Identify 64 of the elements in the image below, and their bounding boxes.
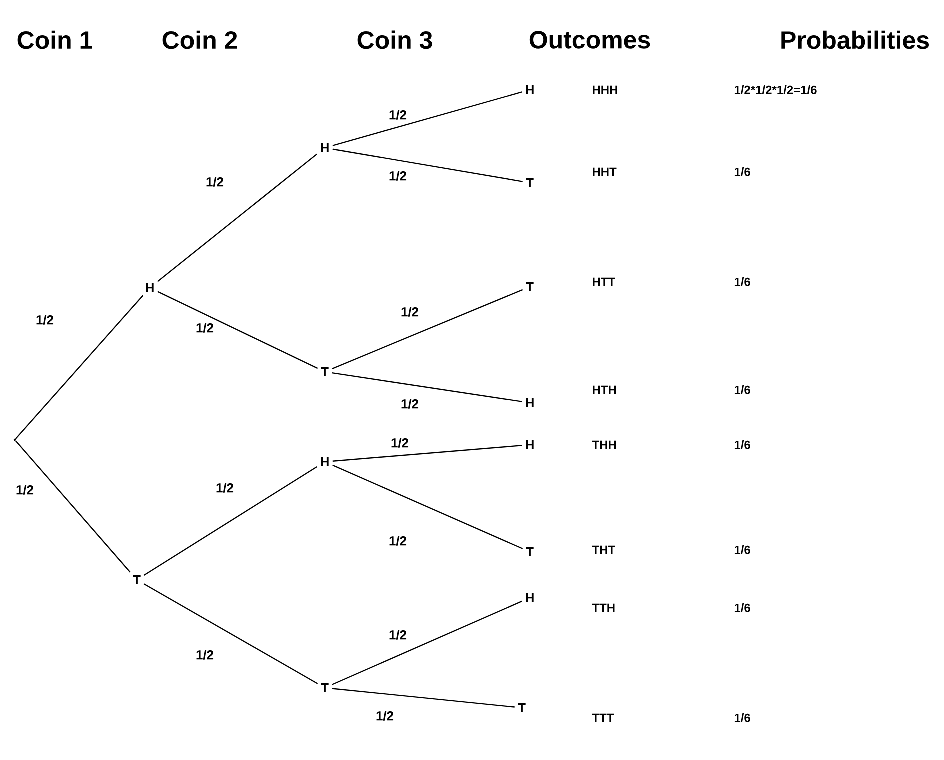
branch-line (332, 445, 522, 462)
branch-line (144, 584, 318, 684)
node-label: T (526, 178, 534, 188)
edge-label: 1/2 (388, 109, 408, 121)
edge-label: 1/2 (194, 322, 216, 334)
edge-label: 1/2 (400, 398, 420, 410)
edge-label: 1/2 (34, 314, 56, 326)
node-label: T (133, 576, 141, 584)
branch-line (15, 440, 131, 573)
probability-label: 1/6 (734, 440, 750, 450)
branch-line (158, 154, 318, 282)
outcome-label: HTH (593, 386, 616, 394)
node-label: H (526, 440, 534, 450)
branch-line (332, 92, 522, 146)
probability-label: 1/6 (734, 604, 750, 612)
edge-label: 1/2 (400, 306, 420, 318)
node-label: H (526, 398, 534, 408)
edge-label: 1/2 (388, 629, 408, 641)
node-label: T (526, 548, 534, 556)
probability-label: 1/6 (734, 386, 750, 394)
outcome-label: THH (592, 440, 616, 450)
outcome-label: THT (592, 546, 616, 554)
edge-label: 1/2 (388, 170, 408, 182)
node-label: H (526, 594, 534, 602)
branch-line (144, 466, 318, 576)
outcome-label: TTT (592, 714, 614, 722)
column-heading: Coin 2 (162, 30, 238, 50)
outcome-label: HHH (593, 86, 618, 94)
probability-label: 1/2*1/2*1/2=1/6 (734, 86, 817, 94)
branch-point (14, 438, 16, 442)
branch-line (15, 295, 144, 440)
edge-label: 1/2 (390, 437, 410, 449)
node-label: T (518, 704, 526, 712)
column-heading: Probabilities (782, 30, 930, 50)
branch-line (332, 372, 522, 402)
node-label: T (526, 282, 534, 292)
edge-label: 1/2 (14, 484, 36, 496)
node-label: T (321, 368, 329, 376)
node-label: H (321, 458, 329, 466)
node-label: H (526, 86, 534, 94)
outcome-label: HTT (593, 278, 616, 286)
node-label: T (321, 684, 329, 692)
branch-line (158, 291, 318, 370)
edge-label: 1/2 (204, 176, 226, 188)
column-heading: Coin 3 (358, 30, 432, 50)
node-label: H (321, 144, 329, 152)
column-heading: Outcomes (530, 31, 650, 49)
edge-label: 1/2 (214, 482, 236, 494)
column-heading: Coin 1 (18, 30, 92, 50)
probability-label: 1/6 (734, 278, 750, 286)
probability-label: 1/6 (734, 714, 750, 722)
branch-line (332, 464, 524, 550)
branch-line (332, 688, 515, 708)
probability-label: 1/6 (734, 168, 750, 176)
outcome-label: TTH (592, 604, 615, 612)
edge-label: 1/2 (194, 649, 216, 661)
outcome-label: HHT (593, 168, 617, 176)
branch-line (332, 600, 522, 686)
node-label: H (146, 284, 154, 292)
edge-label: 1/2 (388, 535, 408, 547)
branch-line (332, 148, 523, 182)
branch-line (332, 289, 524, 370)
edge-label: 1/2 (374, 710, 396, 722)
probability-label: 1/6 (734, 546, 750, 554)
